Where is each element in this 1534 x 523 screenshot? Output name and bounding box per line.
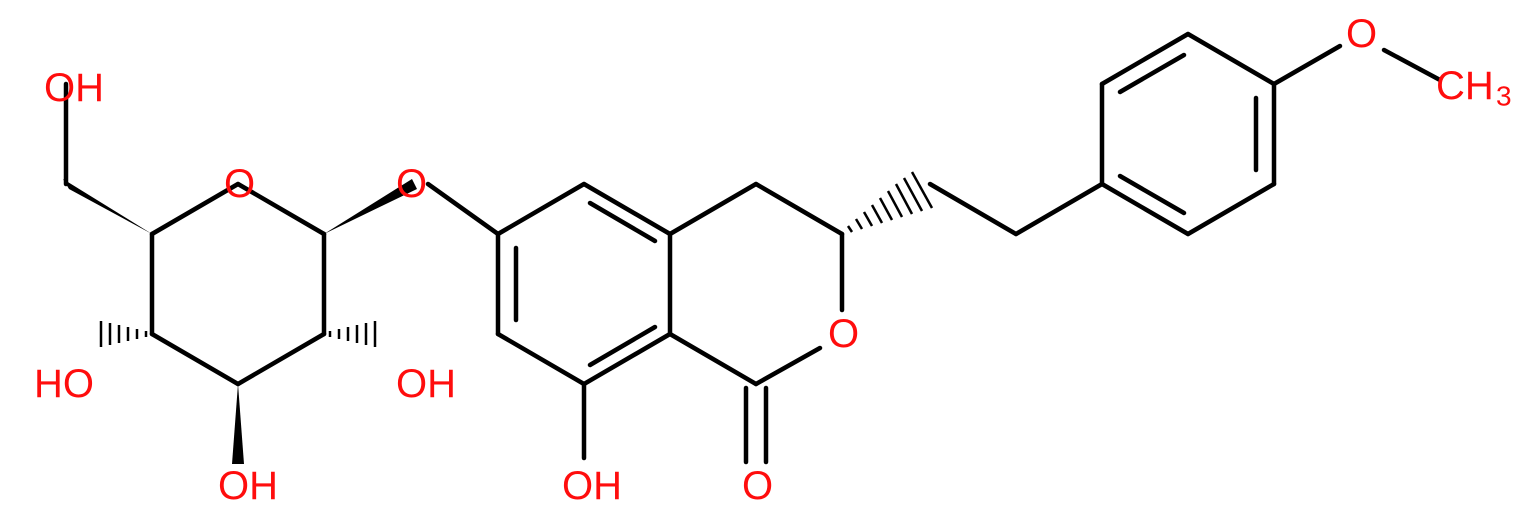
bond-c4-c3 xyxy=(753,181,845,237)
bond-c1-ringo xyxy=(235,181,327,237)
label-methyl: CH xyxy=(1436,64,1494,108)
bond-ch2-ch2 xyxy=(927,181,1019,237)
wedge-c1-o xyxy=(324,179,417,234)
bond-ph3 xyxy=(1185,31,1277,87)
label-carbonyl-o: O xyxy=(742,464,773,508)
sugar-ring xyxy=(149,181,327,387)
dbl-ph2 xyxy=(1117,52,1187,95)
wedge-c3-oh xyxy=(232,384,244,464)
bond-ph-o xyxy=(1271,43,1343,87)
bond-ph5 xyxy=(1185,181,1277,237)
label-methyl-subscript: 3 xyxy=(1496,81,1512,112)
bond-ph6 xyxy=(1099,181,1191,237)
bond-ph2 xyxy=(1099,31,1191,87)
bond-c3-c2 xyxy=(235,331,327,387)
dbl-ar2 xyxy=(587,200,658,244)
bond-o-c1 xyxy=(753,345,823,387)
bond-ar4 xyxy=(581,331,673,387)
label-glycosidic-o: O xyxy=(396,162,427,206)
lactone-ring xyxy=(667,181,845,465)
bond-ar1 xyxy=(495,181,587,237)
label-oh-c3: OH xyxy=(218,464,278,508)
bond-ar5 xyxy=(495,331,587,387)
bond-c4a-c4 xyxy=(667,181,759,237)
hash-c3-chain xyxy=(846,171,934,233)
bond-o-c6 xyxy=(425,181,501,237)
label-methoxy-o: O xyxy=(1346,12,1377,56)
wedge-c5-ch2 xyxy=(63,179,152,234)
atom-labels: OH O O HO OH OH OH O O O CH 3 xyxy=(34,12,1512,508)
label-ch2oh: OH xyxy=(44,66,104,110)
aromatic-ring xyxy=(495,181,673,387)
bond-ringo-c5 xyxy=(149,181,241,237)
label-lactone-o: O xyxy=(828,312,859,356)
dbl-ar4 xyxy=(587,324,658,368)
label-oh-c2: OH xyxy=(396,362,456,406)
label-aromatic-oh: OH xyxy=(562,464,622,508)
hash-c4-ho xyxy=(99,321,148,347)
bond-ar2 xyxy=(581,181,673,237)
label-ho-c4: HO xyxy=(34,362,94,406)
bond-o-ch3 xyxy=(1381,47,1443,83)
phenyl-ring xyxy=(1099,31,1277,237)
hash-c2-oh xyxy=(328,321,377,347)
bond-c4-c3 xyxy=(149,331,241,387)
bond-ch2-ar xyxy=(1013,181,1105,237)
bond-c1-c8a xyxy=(667,331,759,387)
dbl-ph6 xyxy=(1117,173,1187,216)
label-ring-o: O xyxy=(224,162,255,206)
